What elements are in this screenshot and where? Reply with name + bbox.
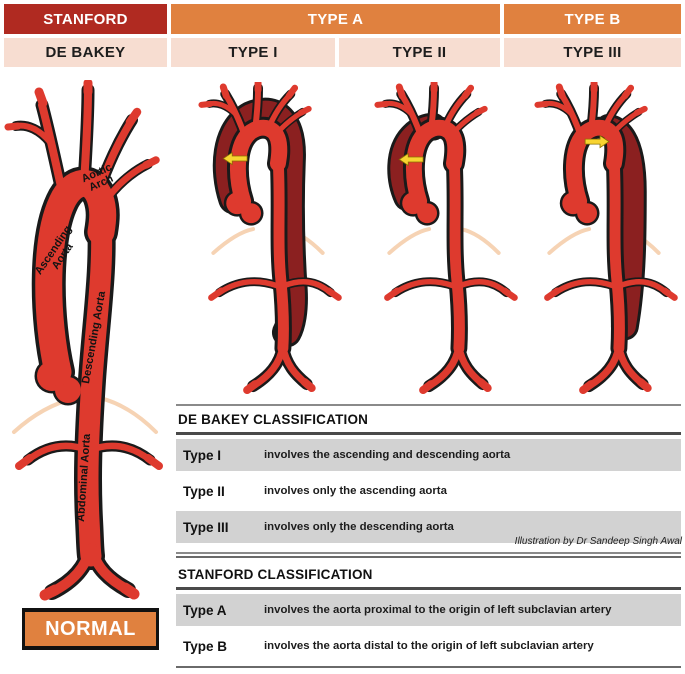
header-cell-type-ii: TYPE II [339, 38, 500, 67]
table-row: Type A involves the aorta proximal to th… [176, 594, 681, 626]
table-row: Type III involves only the descending ao… [176, 511, 681, 543]
row-description: involves only the descending aorta [264, 521, 454, 533]
stanford-table-title: STANFORD CLASSIFICATION [178, 567, 373, 582]
row-type-label: Type III [183, 519, 229, 535]
table-row: Type B involves the aorta distal to the … [176, 630, 681, 662]
header-cell-stanford: STANFORD [4, 4, 167, 34]
table-bottom-rule [176, 666, 681, 668]
table-row: Type II involves only the ascending aort… [176, 475, 681, 507]
header-cell-type-a: TYPE A [171, 4, 500, 34]
row-type-label: Type I [183, 447, 222, 463]
row-description: involves only the ascending aorta [264, 485, 447, 497]
row-type-label: Type B [183, 638, 228, 654]
header-cell-type-b: TYPE B [504, 4, 681, 34]
table-top-rule [176, 552, 681, 554]
type-i-label: TYPE I [228, 44, 278, 61]
type-iii-aorta-illustration [522, 82, 684, 400]
diaphragm-line-right [98, 396, 158, 434]
table-top-rule [176, 404, 681, 406]
table-row: Type I involves the ascending and descen… [176, 439, 681, 471]
illustration-credit: Illustration by Dr Sandeep Singh Awal [514, 536, 682, 547]
false-lumen [215, 100, 305, 345]
header-cell-debakey: DE BAKEY [4, 38, 167, 67]
table-title-rule [176, 432, 681, 435]
stanford-label: STANFORD [43, 10, 128, 28]
debakey-classification-table: DE BAKEY CLASSIFICATION Type I involves … [176, 404, 681, 543]
row-type-label: Type II [183, 483, 225, 499]
type-i-aorta-illustration [186, 82, 348, 400]
debakey-table-title: DE BAKEY CLASSIFICATION [178, 412, 369, 427]
type-a-label: TYPE A [307, 10, 364, 28]
debakey-label: DE BAKEY [45, 44, 126, 61]
type-ii-aorta-illustration [362, 82, 524, 400]
row-type-label: Type A [183, 602, 227, 618]
header-cell-type-iii: TYPE III [504, 38, 681, 67]
stanford-classification-table: STANFORD CLASSIFICATION Type A involves … [176, 552, 681, 668]
normal-label: NORMAL [45, 617, 136, 640]
type-b-label: TYPE B [564, 10, 621, 28]
type-iii-label: TYPE III [563, 44, 622, 61]
row-description: involves the aorta proximal to the origi… [264, 604, 612, 616]
table-title-rule [176, 587, 681, 590]
aorta-lumen [4, 80, 163, 601]
table-top-rule-2 [176, 556, 681, 558]
header-cell-type-i: TYPE I [171, 38, 335, 67]
row-description: involves the ascending and descending ao… [264, 449, 511, 461]
type-ii-label: TYPE II [392, 44, 447, 61]
row-description: involves the aorta distal to the origin … [264, 640, 594, 652]
normal-badge: NORMAL [22, 608, 159, 650]
normal-aorta-illustration: AorticArch AscendingAorta Descending Aor… [4, 80, 163, 601]
